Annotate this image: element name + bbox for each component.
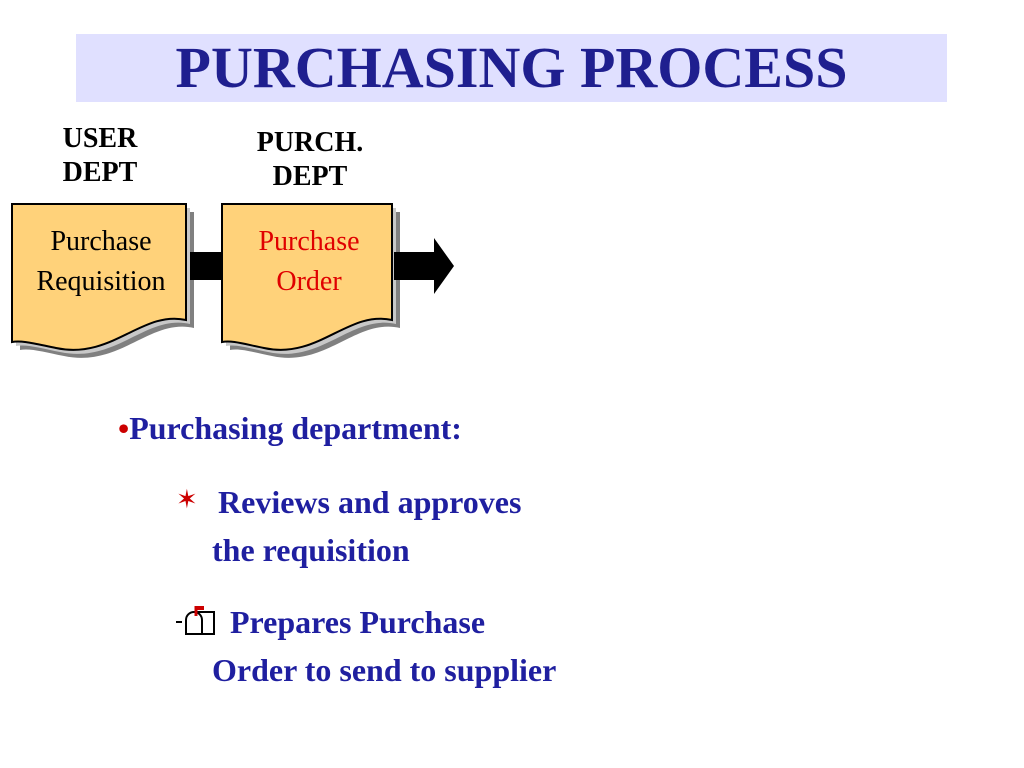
page-title: PURCHASING PROCESS — [175, 35, 848, 100]
bullet-item-reviews: Reviews and approves the requisition — [212, 478, 521, 574]
document-text-line: Order — [276, 266, 342, 297]
dept-label-line: USER — [62, 123, 138, 154]
process-diagram — [11, 203, 454, 358]
document-text-line: Requisition — [36, 266, 166, 297]
star-icon: ✶ — [176, 485, 198, 514]
dept-label-purch: PURCH. DEPT — [234, 126, 386, 193]
bullet-item-line: Order to send to supplier — [212, 652, 557, 688]
document-shape-requisition — [11, 203, 194, 358]
document-shape-purchase-order — [221, 203, 400, 358]
dept-label-line: DEPT — [62, 156, 138, 188]
title-band: PURCHASING PROCESS — [76, 34, 947, 102]
document-purchase-order-text: Purchase Order — [224, 222, 394, 302]
bullet-item-line: the requisition — [212, 532, 410, 568]
bullet-marker: • — [118, 410, 130, 446]
mailbox-icon — [176, 606, 215, 635]
dept-label-user: USER DEPT — [40, 122, 160, 189]
flow-arrow-2 — [394, 238, 454, 294]
document-requisition-text: Purchase Requisition — [16, 222, 186, 302]
document-text-line: Purchase — [258, 226, 360, 257]
document-text-line: Purchase — [50, 226, 152, 257]
bullet-main: •Purchasing department: — [118, 410, 462, 447]
bullet-item-line: Reviews and approves — [218, 484, 522, 520]
bullet-main-text: Purchasing department: — [129, 410, 462, 446]
dept-label-line: PURCH. — [256, 127, 364, 158]
bullet-item-prepares: Prepares Purchase Order to send to suppl… — [212, 598, 556, 694]
dept-label-line: DEPT — [272, 160, 348, 192]
bullet-item-line: Prepares Purchase — [230, 604, 486, 640]
